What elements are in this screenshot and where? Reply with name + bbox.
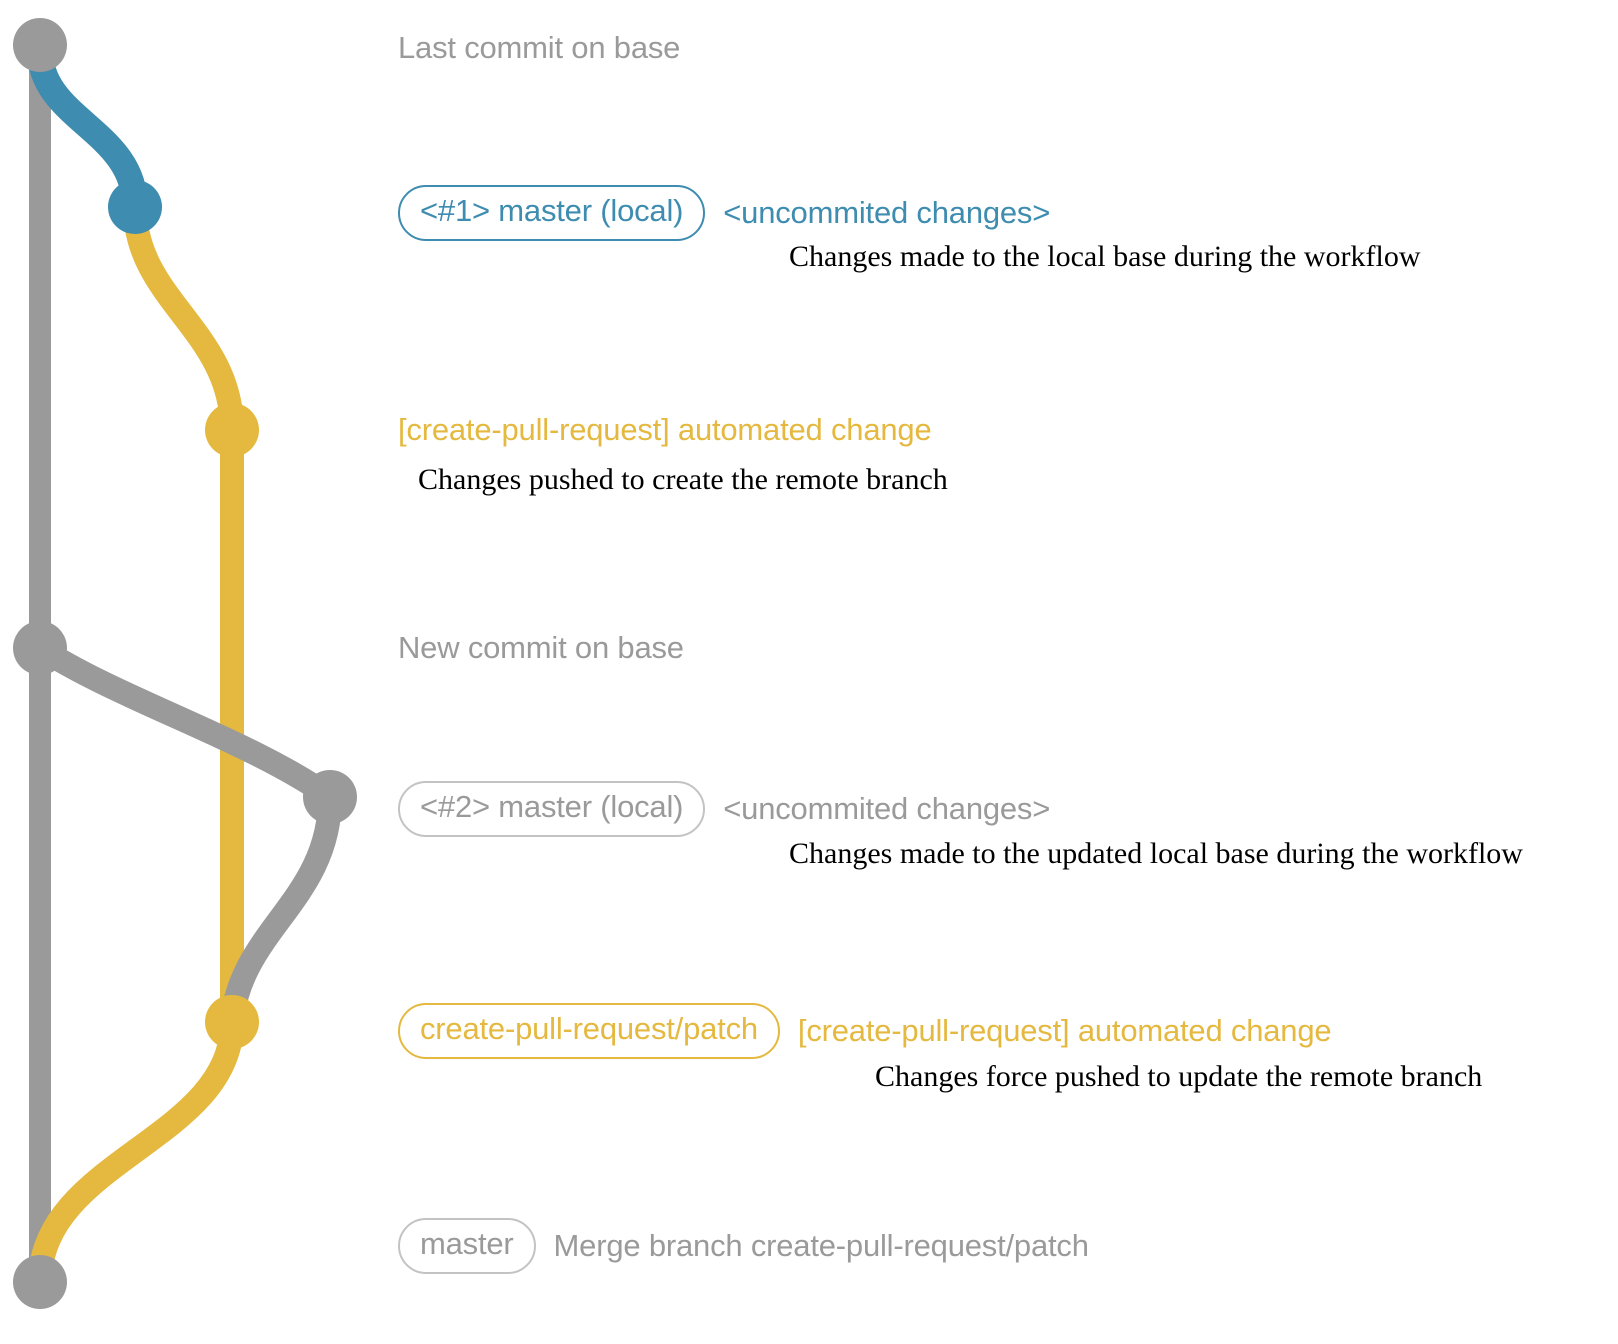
commit-subject-last-commit-on-base: Last commit on base bbox=[398, 30, 681, 65]
commit-subject-master-local-1: <uncommited changes> bbox=[723, 194, 1051, 230]
edge-local2-to-remote2 bbox=[220, 785, 342, 1034]
commit-row-automated-change-1: [create-pull-request] automated change bbox=[398, 412, 932, 449]
commit-row-last-commit-on-base: Last commit on base bbox=[398, 30, 680, 67]
ref-badge-master-local-1[interactable]: <#1> master (local) bbox=[398, 185, 706, 241]
commit-note-master-local-2: Changes made to the updated local base d… bbox=[789, 837, 1523, 870]
commit-node-new-commit-on-base[interactable] bbox=[13, 621, 67, 675]
commit-node-master-local-1[interactable] bbox=[108, 180, 162, 234]
ref-badge-master-local-2[interactable]: <#2> master (local) bbox=[398, 781, 706, 837]
ref-badge-master[interactable]: master bbox=[398, 1218, 536, 1274]
commit-subject-master-local-2: <uncommited changes> bbox=[723, 790, 1051, 826]
commit-note-automated-change-2: Changes force pushed to update the remot… bbox=[875, 1060, 1483, 1093]
commit-node-automated-change-1[interactable] bbox=[205, 403, 259, 457]
edge-base2-to-local2 bbox=[28, 636, 342, 809]
edge-remote2-to-base3 bbox=[28, 1010, 244, 1294]
commit-subject-new-commit-on-base: New commit on base bbox=[398, 630, 684, 665]
commit-subject-automated-change-2: [create-pull-request] automated change bbox=[797, 1012, 1332, 1048]
commit-note-master-local-1: Changes made to the local base during th… bbox=[789, 240, 1421, 273]
commit-node-merge-commit-master[interactable] bbox=[13, 1255, 67, 1309]
commit-note-automated-change-1: Changes pushed to create the remote bran… bbox=[418, 463, 948, 496]
commit-node-last-commit-on-base[interactable] bbox=[13, 18, 67, 72]
commit-row-new-commit-on-base: New commit on base bbox=[398, 630, 684, 667]
commit-subject-merge-commit-master: Merge branch create-pull-request/patch bbox=[553, 1227, 1089, 1263]
commit-row-merge-commit-master: master Merge branch create-pull-request/… bbox=[398, 1218, 1089, 1274]
commit-row-master-local-2: <#2> master (local) <uncommited changes> bbox=[398, 781, 1050, 837]
ref-badge-create-pull-request-patch[interactable]: create-pull-request/patch bbox=[398, 1003, 780, 1059]
commit-node-master-local-2[interactable] bbox=[303, 770, 357, 824]
commit-row-master-local-1: <#1> master (local) <uncommited changes> bbox=[398, 185, 1050, 241]
commit-subject-automated-change-1: [create-pull-request] automated change bbox=[398, 412, 932, 447]
commit-row-automated-change-2: create-pull-request/patch [create-pull-r… bbox=[398, 1003, 1332, 1059]
commit-node-automated-change-2[interactable] bbox=[205, 995, 259, 1049]
edge-local1-to-remote1 bbox=[123, 195, 244, 442]
